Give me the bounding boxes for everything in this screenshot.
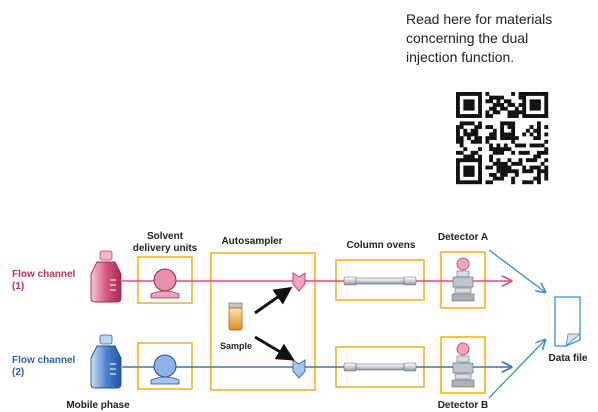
- autosampler-label: Autosampler: [221, 236, 282, 247]
- sample-label: Sample: [220, 341, 252, 351]
- detector-b-label: Detector B: [438, 400, 489, 411]
- data-arrow-b: [488, 340, 545, 399]
- autosampler-box: [210, 252, 316, 391]
- column-oven-box: [335, 259, 425, 301]
- column-ovens-label: Column ovens: [347, 240, 416, 251]
- column-1-icon: [343, 276, 417, 286]
- qr-code[interactable]: [456, 92, 549, 185]
- solvent-unit-box: [137, 256, 193, 304]
- injection-valve-2-icon: [292, 359, 306, 379]
- pump-2-icon: [150, 354, 180, 385]
- data-file-fold: [565, 333, 582, 348]
- info-note-text: Read here for materials concerning the d…: [406, 11, 553, 65]
- detector-a-icon: [451, 257, 475, 302]
- sample-arrow-up: [254, 286, 293, 315]
- detector-a-label: Detector A: [438, 232, 488, 243]
- mobile-phase-label: Mobile phase: [66, 400, 130, 411]
- detector-a-box: [440, 251, 486, 309]
- injection-valve-1-icon: [292, 272, 306, 292]
- mobile-phase-bottle-2-icon: [90, 334, 122, 389]
- mobile-phase-bottle-1-icon: [90, 250, 122, 303]
- sample-vial-icon: [228, 302, 243, 331]
- detector-b-box: [440, 336, 486, 394]
- flow-channel-1-label: Flow channel(1): [12, 269, 76, 292]
- detector-b-icon: [451, 342, 475, 388]
- data-file-label: Data file: [549, 353, 588, 364]
- column-2-icon: [343, 362, 417, 372]
- solvent-unit-box: [137, 342, 193, 390]
- data-arrow-a: [488, 249, 545, 292]
- sample-arrow-down: [254, 335, 295, 361]
- flow-channel-2-label: Flow channel(2): [12, 355, 76, 378]
- pump-1-icon: [150, 268, 180, 299]
